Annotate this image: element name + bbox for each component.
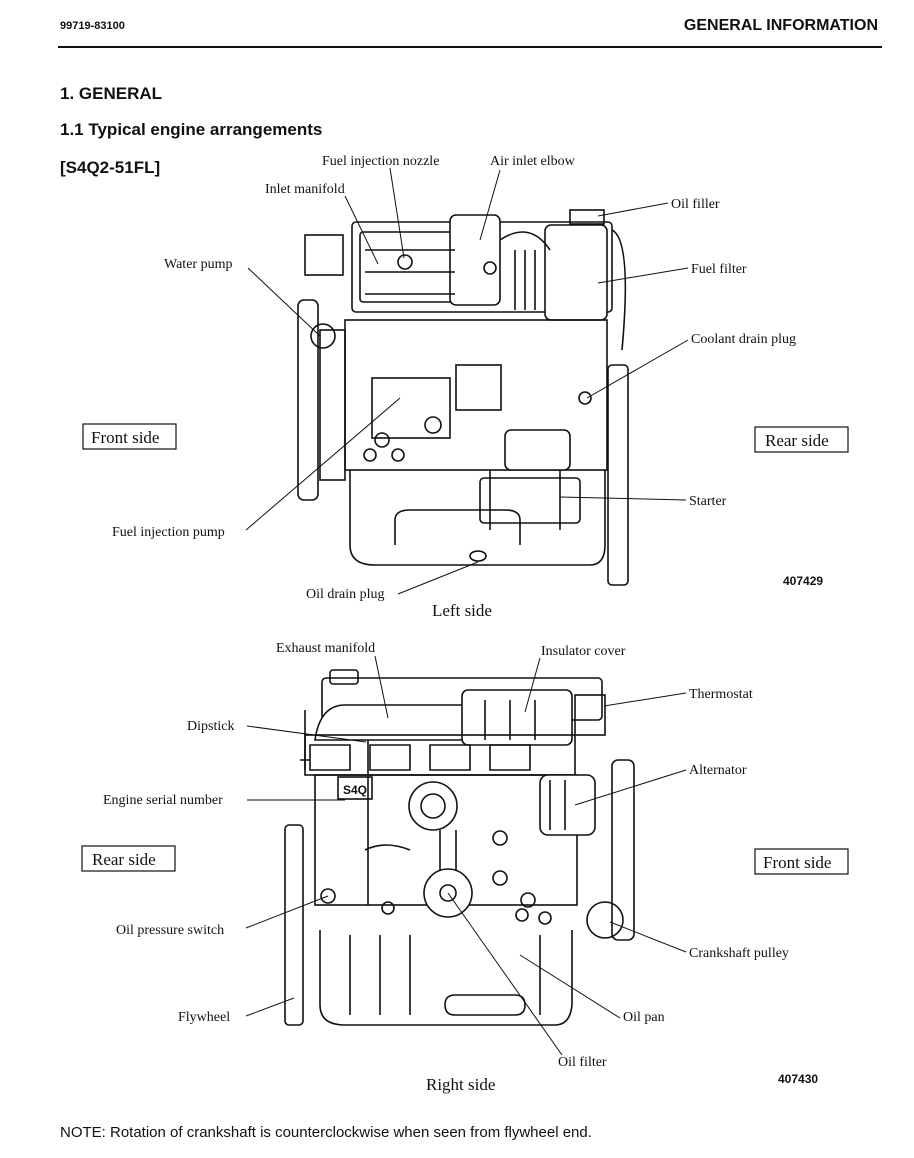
left-view-engine-drawing (297, 209, 629, 586)
left-view-leaders (245, 167, 689, 595)
label-engine-serial-number: Engine serial number (103, 793, 223, 808)
right-view-caption: Right side (426, 1075, 495, 1094)
left-view-front-side-box (82, 423, 177, 450)
right-figure-number: 407430 (778, 1072, 818, 1086)
label-oil-filter: Oil filter (558, 1055, 607, 1070)
right-view-labels: Exhaust manifold Insulator cover Thermos… (81, 641, 849, 1094)
label-alternator: Alternator (689, 763, 747, 778)
right-view-front-side-box (754, 848, 849, 875)
label-fuel-injection-nozzle: Fuel injection nozzle (322, 154, 439, 169)
left-view-rear-side-label: Rear side (765, 431, 829, 450)
rotation-note: NOTE: Rotation of crankshaft is counterc… (60, 1124, 592, 1141)
doc-number: 99719-83100 (60, 20, 125, 32)
section-title: GENERAL INFORMATION (683, 17, 878, 34)
label-crankshaft-pulley: Crankshaft pulley (689, 946, 789, 961)
label-flywheel: Flywheel (178, 1010, 230, 1025)
label-starter: Starter (689, 494, 727, 509)
engine-model: [S4Q2-51FL] (60, 158, 161, 177)
left-figure-number: 407429 (783, 574, 823, 588)
label-insulator-cover: Insulator cover (541, 644, 626, 659)
left-view-labels: Fuel injection nozzle Air inlet elbow In… (82, 154, 849, 620)
label-fuel-filter: Fuel filter (691, 262, 747, 277)
label-coolant-drain-plug: Coolant drain plug (691, 332, 796, 347)
right-view-engine-drawing: S4Q (284, 669, 635, 1026)
engine-badge: S4Q (343, 783, 367, 797)
right-view-rear-side-box (81, 845, 176, 872)
engine-badge-frame (337, 776, 373, 800)
right-view-front-side-label: Front side (763, 853, 831, 872)
label-oil-pressure-switch: Oil pressure switch (116, 923, 224, 938)
right-view-leaders (245, 655, 687, 1056)
label-inlet-manifold: Inlet manifold (265, 182, 345, 197)
right-view-rear-side-label: Rear side (92, 850, 156, 869)
left-view-rear-side-box (754, 426, 849, 453)
label-oil-drain-plug: Oil drain plug (306, 587, 385, 602)
label-dipstick: Dipstick (187, 719, 234, 734)
left-view-front-side-label: Front side (91, 428, 159, 447)
label-oil-pan: Oil pan (623, 1010, 665, 1025)
left-view-caption: Left side (432, 601, 492, 620)
label-air-inlet-elbow: Air inlet elbow (490, 154, 576, 169)
label-thermostat: Thermostat (689, 687, 753, 702)
label-fuel-injection-pump: Fuel injection pump (112, 525, 225, 540)
label-water-pump: Water pump (164, 257, 232, 272)
section-subheading: 1.1 Typical engine arrangements (60, 120, 323, 139)
header-rule (58, 46, 882, 48)
label-oil-filler: Oil filler (671, 197, 720, 212)
label-exhaust-manifold: Exhaust manifold (276, 641, 375, 656)
section-heading: 1. GENERAL (60, 84, 163, 103)
